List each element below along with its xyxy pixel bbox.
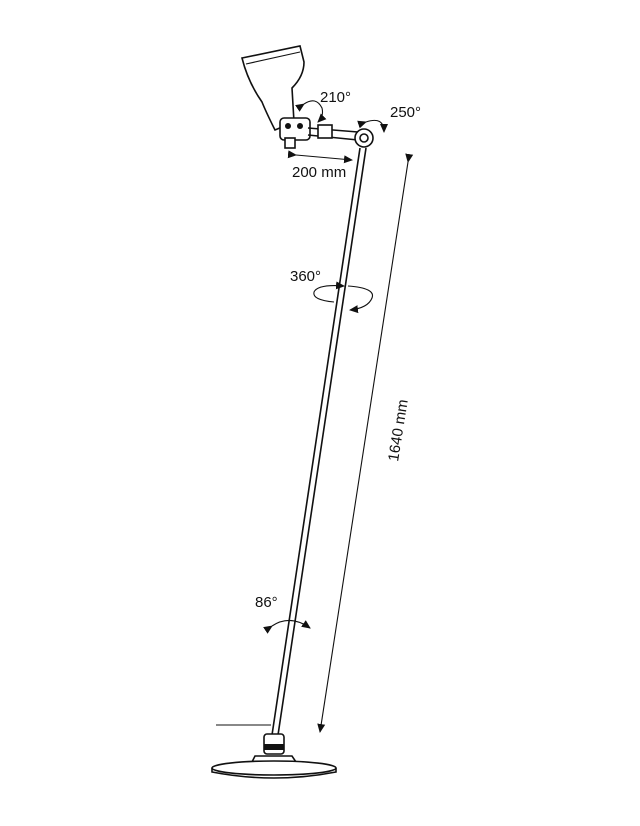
lamp-pole — [271, 147, 367, 736]
base-tilt-arrow — [263, 619, 311, 634]
head-rotation-label: 210° — [320, 89, 351, 106]
arm-length-label: 200 mm — [292, 164, 346, 181]
pole-rotation-label: 360° — [290, 268, 321, 285]
pole-length-dimension — [317, 153, 414, 733]
head-rotation-arrow — [295, 100, 327, 123]
elbow-rotation-arrow — [357, 119, 388, 133]
elbow-joint — [354, 128, 374, 148]
arm-length-dimension — [287, 150, 353, 164]
pole-length-label: 1640 mm — [385, 398, 412, 462]
head-joint — [279, 117, 311, 149]
lamp-arm — [307, 124, 359, 141]
base-tilt-label: 86° — [255, 594, 278, 611]
lamp-shade — [241, 45, 305, 132]
lamp-base — [211, 733, 337, 779]
elbow-rotation-label: 250° — [390, 104, 421, 121]
